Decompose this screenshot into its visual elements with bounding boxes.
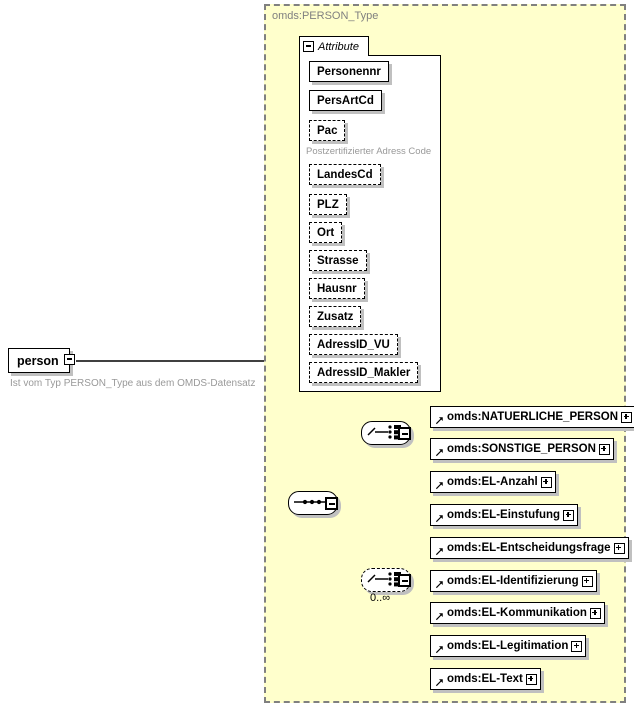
attribute-label: AdressID_VU [317, 338, 390, 351]
attribute-tab-label: Attribute [318, 40, 359, 53]
sequence-toggle[interactable] [325, 497, 338, 510]
plus-icon[interactable] [525, 673, 537, 685]
element-ref-icon [435, 645, 443, 653]
element-omds-sonstige-person[interactable]: omds:SONSTIGE_PERSON [430, 438, 614, 460]
plus-icon[interactable] [598, 443, 610, 455]
attribute-label: Hausnr [317, 282, 357, 295]
plus-icon[interactable] [540, 476, 552, 488]
element-label: omds:SONSTIGE_PERSON [447, 443, 596, 455]
element-person-toggle[interactable] [64, 354, 75, 365]
element-label: omds:NATUERLICHE_PERSON [447, 411, 619, 423]
attribute-tab[interactable]: Attribute [299, 36, 369, 56]
attribute-annotation: Postzertifizierter Adress Code [306, 146, 432, 157]
attribute-personennr[interactable]: Personennr [309, 61, 389, 82]
plus-icon[interactable] [621, 411, 633, 423]
element-ref-icon [435, 678, 443, 686]
attribute-zusatz[interactable]: Zusatz [309, 306, 362, 327]
choice-person-toggle[interactable] [398, 427, 411, 440]
element-omds-el-legitimation[interactable]: omds:EL-Legitimation [430, 635, 587, 657]
minus-icon [303, 41, 314, 52]
attribute-landescd[interactable]: LandesCd [309, 164, 381, 185]
attribute-adressid_vu[interactable]: AdressID_VU [309, 334, 398, 355]
attribute-plz[interactable]: PLZ [309, 194, 347, 215]
sequence-icon [294, 499, 330, 505]
type-title: omds:PERSON_Type [272, 10, 379, 22]
element-omds-el-kommunikation[interactable]: omds:EL-Kommunikation [430, 602, 605, 624]
element-ref-icon [435, 481, 443, 489]
element-person-label: person [17, 353, 59, 368]
attribute-label: Pac [317, 124, 338, 137]
element-omds-el-entscheidungsfrage[interactable]: omds:EL-Entscheidungsfrage [430, 537, 629, 559]
plus-icon[interactable] [613, 542, 625, 554]
attribute-ort[interactable]: Ort [309, 222, 343, 243]
element-omds-natuerliche-person[interactable]: omds:NATUERLICHE_PERSON [430, 406, 634, 428]
choice-icon [367, 425, 401, 440]
attribute-label: PLZ [317, 198, 339, 211]
choice-el-toggle[interactable] [398, 574, 411, 587]
element-ref-icon [435, 416, 443, 424]
attribute-hausnr[interactable]: Hausnr [309, 278, 365, 299]
attribute-persartcd[interactable]: PersArtCd [309, 90, 382, 111]
element-label: omds:EL-Identifizierung [447, 575, 579, 587]
choice-icon [367, 572, 401, 587]
plus-icon[interactable] [571, 640, 583, 652]
element-label: omds:EL-Text [447, 673, 523, 685]
attribute-label: Personennr [317, 65, 381, 78]
element-label: omds:EL-Einstufung [447, 509, 561, 521]
element-ref-icon [435, 514, 443, 522]
attribute-adressid_makler[interactable]: AdressID_Makler [309, 362, 419, 383]
element-omds-el-einstufung[interactable]: omds:EL-Einstufung [430, 504, 579, 526]
attribute-label: Zusatz [317, 310, 354, 323]
element-label: omds:EL-Kommunikation [447, 607, 587, 619]
attribute-label: Ort [317, 226, 335, 239]
plus-icon[interactable] [589, 607, 601, 619]
attribute-label: AdressID_Makler [317, 366, 411, 379]
element-label: omds:EL-Entscheidungsfrage [447, 542, 611, 554]
element-omds-el-anzahl[interactable]: omds:EL-Anzahl [430, 471, 556, 493]
element-person-annotation: Ist vom Typ PERSON_Type aus dem OMDS-Dat… [10, 378, 256, 389]
element-ref-icon [435, 612, 443, 620]
minus-icon [64, 354, 75, 365]
element-omds-el-text[interactable]: omds:EL-Text [430, 668, 541, 690]
attribute-label: PersArtCd [317, 94, 374, 107]
attribute-strasse[interactable]: Strasse [309, 250, 367, 271]
element-label: omds:EL-Anzahl [447, 476, 538, 488]
choice-el-cardinality: 0..∞ [370, 592, 391, 604]
plus-icon[interactable] [563, 509, 575, 521]
attribute-label: Strasse [317, 254, 359, 267]
element-ref-icon [435, 580, 443, 588]
element-ref-icon [435, 448, 443, 456]
element-ref-icon [435, 547, 443, 555]
attribute-label: LandesCd [317, 168, 373, 181]
plus-icon[interactable] [581, 575, 593, 587]
element-person[interactable]: person [8, 348, 70, 373]
element-omds-el-identifizierung[interactable]: omds:EL-Identifizierung [430, 570, 597, 592]
attribute-pac[interactable]: Pac [309, 120, 346, 141]
element-label: omds:EL-Legitimation [447, 640, 569, 652]
